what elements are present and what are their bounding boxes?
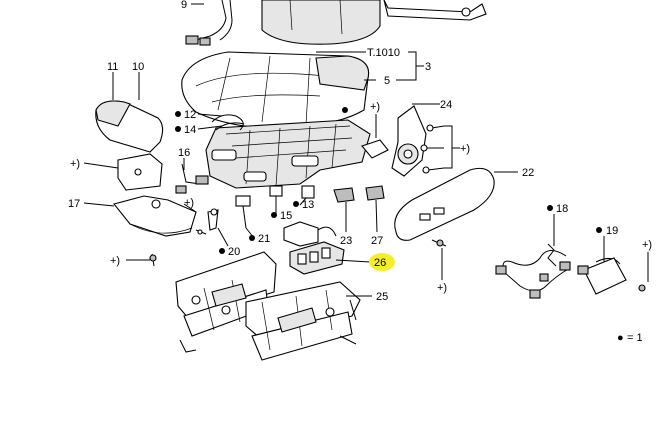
seat-cushion-5[interactable] [181,51,370,129]
bullet-20 [219,248,225,254]
callout-9: 9 [181,0,187,11]
side-trim-22[interactable] [394,167,495,241]
callout-10: 10 [132,61,144,73]
bullet-cushion [342,107,348,113]
switch-23[interactable] [333,187,355,203]
legend-text: = 1 [627,332,643,344]
side-cover-10[interactable] [95,100,164,153]
callout-plus-a: +) [70,158,80,170]
bullet-15 [271,212,277,218]
callout-24: 24 [440,99,452,111]
wiring-harness-18[interactable] [495,243,571,299]
callout-t1010: T.1010 [367,47,400,59]
bullet-18 [547,205,553,211]
callout-23: 23 [340,235,352,247]
callout-5: 5 [384,75,390,87]
spring-12-14[interactable] [211,114,245,131]
callout-13: 13 [302,199,314,211]
side-bracket[interactable] [117,153,163,191]
legend-symbol: ● [617,332,624,344]
wiring-harness-9[interactable] [185,0,233,46]
bullet-13 [293,201,299,207]
bolts-24[interactable] [420,124,445,174]
pin-17[interactable] [195,229,207,235]
seat-back-part[interactable] [261,0,381,45]
callout-15: 15 [280,210,292,222]
callout-11: 11 [107,61,118,73]
sensor-16[interactable] [175,163,209,194]
callout-plus-f: +) [642,239,652,251]
callout-17: 17 [68,198,80,210]
callout-14: 14 [184,124,196,136]
leader-lines [83,3,649,297]
seat-rail-frame-25[interactable] [175,251,361,361]
bullet-12 [175,111,181,117]
callout-plus-e: +) [437,282,447,294]
bullet-21 [249,235,255,241]
highlight-26 [369,253,395,271]
callout-labels: 9 11 10 T.1010 3 5 12 14 16 +) 17 +) 20 … [68,0,652,303]
fastener-20[interactable] [207,208,219,231]
callout-3: 3 [425,61,431,73]
clip-21[interactable] [235,195,251,229]
callout-16: 16 [178,147,190,159]
recliner-mechanism-24[interactable] [361,105,427,177]
callout-plus-c: +) [370,101,380,113]
seat-pan-frame[interactable] [205,119,371,189]
callout-20: 20 [228,246,240,258]
legend: ● = 1 [617,332,643,344]
clip-15[interactable] [269,185,283,197]
callout-19: 19 [606,225,618,237]
callout-21: 21 [258,233,270,245]
adjuster-lever-17[interactable] [113,195,197,237]
callout-12: 12 [184,109,196,121]
callout-22: 22 [522,167,534,179]
bolt-left[interactable] [149,253,157,267]
switch-27[interactable] [365,185,385,201]
connector-block-26[interactable] [283,221,345,275]
callout-plus-b: +) [184,197,194,209]
bullet-14 [175,126,181,132]
callout-27: 27 [371,235,383,247]
bullet-19 [596,227,602,233]
recliner-rail-top[interactable] [383,0,487,21]
callout-plus-d: +) [460,143,470,155]
callout-18: 18 [556,203,568,215]
callout-25: 25 [376,291,388,303]
switch-13[interactable] [301,185,315,199]
callout-plus-g: +) [110,255,120,267]
motor-sensor-19[interactable] [577,257,646,295]
screw-22[interactable] [431,239,447,247]
callout-26: 26 [374,257,386,269]
